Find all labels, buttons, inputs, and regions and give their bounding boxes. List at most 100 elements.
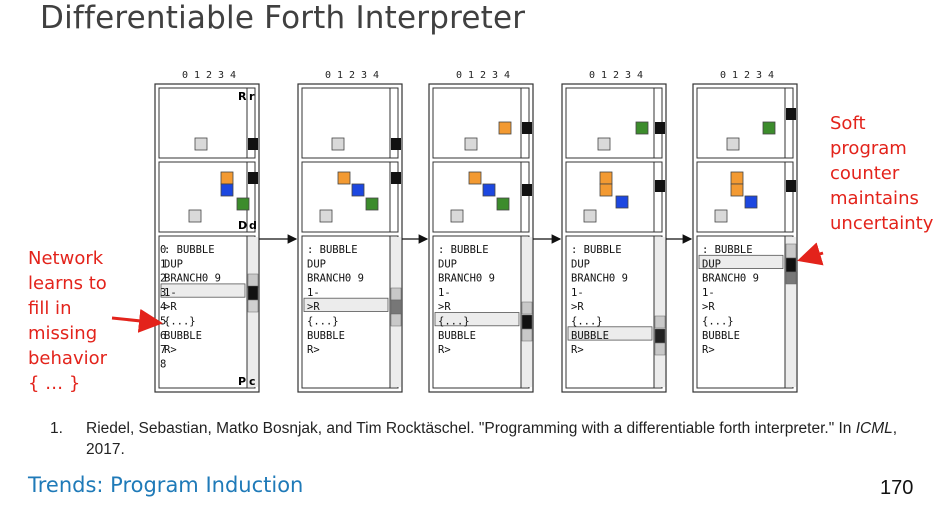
- program-line: DUP: [307, 258, 326, 270]
- program-counter-weight: [390, 313, 402, 327]
- left-annotation-line: learns to: [28, 273, 107, 294]
- slide-title: Differentiable Forth Interpreter: [40, 0, 526, 36]
- program-line: R>: [307, 344, 320, 356]
- return-pointer-marker: [655, 122, 665, 134]
- data-stack-cell: [730, 171, 744, 185]
- data-stack-cell: [583, 209, 597, 223]
- data-stack-label: D: [238, 219, 247, 232]
- return-stack-box: [301, 87, 399, 159]
- program-line: 1-: [307, 287, 320, 299]
- right-annotation-line: Soft: [830, 113, 866, 134]
- column-index-label: 3: [492, 70, 498, 81]
- program-counter-track: [654, 237, 665, 387]
- left-annotation-arrow: [111, 308, 163, 333]
- program-line: 1-: [571, 287, 584, 299]
- column-index-label: 4: [504, 70, 510, 81]
- column-index-label: 3: [625, 70, 631, 81]
- right-annotation: Soft program counter maintains uncertain…: [830, 111, 933, 236]
- data-stack-cell: [744, 195, 758, 209]
- line-number: 8: [160, 358, 166, 370]
- line-number: 5: [160, 316, 166, 328]
- column-index-label: 0: [182, 70, 188, 81]
- data-pointer-marker: [248, 172, 258, 184]
- return-stack-cell: [635, 121, 649, 135]
- data-stack-cell: [351, 183, 365, 197]
- program-line: BUBBLE: [571, 330, 609, 342]
- program-line: 1-: [164, 287, 177, 299]
- program-line: 1-: [438, 287, 451, 299]
- program-line: : BUBBLE: [164, 244, 215, 256]
- program-line: DUP: [438, 258, 457, 270]
- program-box: [565, 235, 663, 389]
- left-annotation-line: behavior: [28, 348, 108, 369]
- program-line: BUBBLE: [702, 330, 740, 342]
- data-stack-cell: [188, 209, 202, 223]
- program-counter-weight: [521, 301, 533, 315]
- program-line: >R: [571, 301, 584, 313]
- program-counter-weight: [785, 271, 797, 285]
- line-number: 0: [160, 244, 166, 256]
- program-counter-track: [785, 237, 796, 387]
- program-line: >R: [438, 301, 451, 313]
- line-number: 1: [160, 258, 166, 270]
- program-line: BRANCH0 9: [571, 273, 628, 285]
- program-line: {...}: [571, 316, 603, 328]
- program-line-highlight: [160, 283, 246, 298]
- column-index-label: 1: [732, 70, 738, 81]
- program-line: BRANCH0 9: [438, 273, 495, 285]
- program-line: R>: [438, 344, 451, 356]
- program-line: R>: [702, 344, 715, 356]
- line-number: 4: [160, 301, 166, 313]
- program-line: BUBBLE: [164, 330, 202, 342]
- program-box: [432, 235, 530, 389]
- program-line: >R: [702, 301, 715, 313]
- program-counter-weight: [247, 299, 259, 313]
- data-stack-cell: [482, 183, 496, 197]
- data-pointer-marker: [522, 184, 532, 196]
- column-index-label: 2: [480, 70, 486, 81]
- program-counter-weight: [390, 287, 402, 301]
- return-stack-cell: [597, 137, 611, 151]
- data-stack-cell: [365, 197, 379, 211]
- left-annotation: Network learns to fill in missing behavi…: [28, 246, 107, 396]
- column-index-label: 2: [206, 70, 212, 81]
- program-counter-label: c: [249, 375, 256, 388]
- column-index-label: 3: [218, 70, 224, 81]
- data-stack-cell: [730, 183, 744, 197]
- program-line: : BUBBLE: [307, 244, 358, 256]
- program-line-highlight: [698, 254, 784, 270]
- column-index-label: 1: [194, 70, 200, 81]
- program-line: BRANCH0 9: [307, 273, 364, 285]
- program-line: R>: [571, 344, 584, 356]
- data-pointer-marker: [655, 180, 665, 192]
- data-stack-cell: [714, 209, 728, 223]
- program-line: {...}: [164, 316, 196, 328]
- right-annotation-line: counter: [830, 163, 900, 184]
- line-number: 7: [160, 344, 166, 356]
- data-stack-cell: [450, 209, 464, 223]
- column-index-label: 3: [756, 70, 762, 81]
- column-index-label: 4: [768, 70, 774, 81]
- return-stack-cell: [498, 121, 512, 135]
- column-index-label: 2: [613, 70, 619, 81]
- column-index-label: 0: [589, 70, 595, 81]
- program-counter-weight: [785, 243, 797, 259]
- program-line: : BUBBLE: [571, 244, 622, 256]
- program-line-highlight: [567, 326, 653, 341]
- column-index-label: 0: [456, 70, 462, 81]
- data-stack-cell: [599, 171, 613, 185]
- program-line: DUP: [164, 258, 183, 270]
- data-pointer-marker: [391, 172, 401, 184]
- return-stack-box: [696, 87, 794, 159]
- right-annotation-line: uncertainty: [830, 213, 934, 234]
- data-stack-cell: [599, 183, 613, 197]
- program-counter-weight: [390, 299, 402, 315]
- data-stack-cell: [236, 197, 250, 211]
- program-counter-weight: [654, 328, 666, 344]
- reference-authors-title: Riedel, Sebastian, Matko Bosnjak, and Ti…: [86, 420, 856, 437]
- data-stack-cell: [615, 195, 629, 209]
- column-index-label: 1: [337, 70, 343, 81]
- program-line-highlight: [303, 297, 389, 312]
- program-line: : BUBBLE: [438, 244, 489, 256]
